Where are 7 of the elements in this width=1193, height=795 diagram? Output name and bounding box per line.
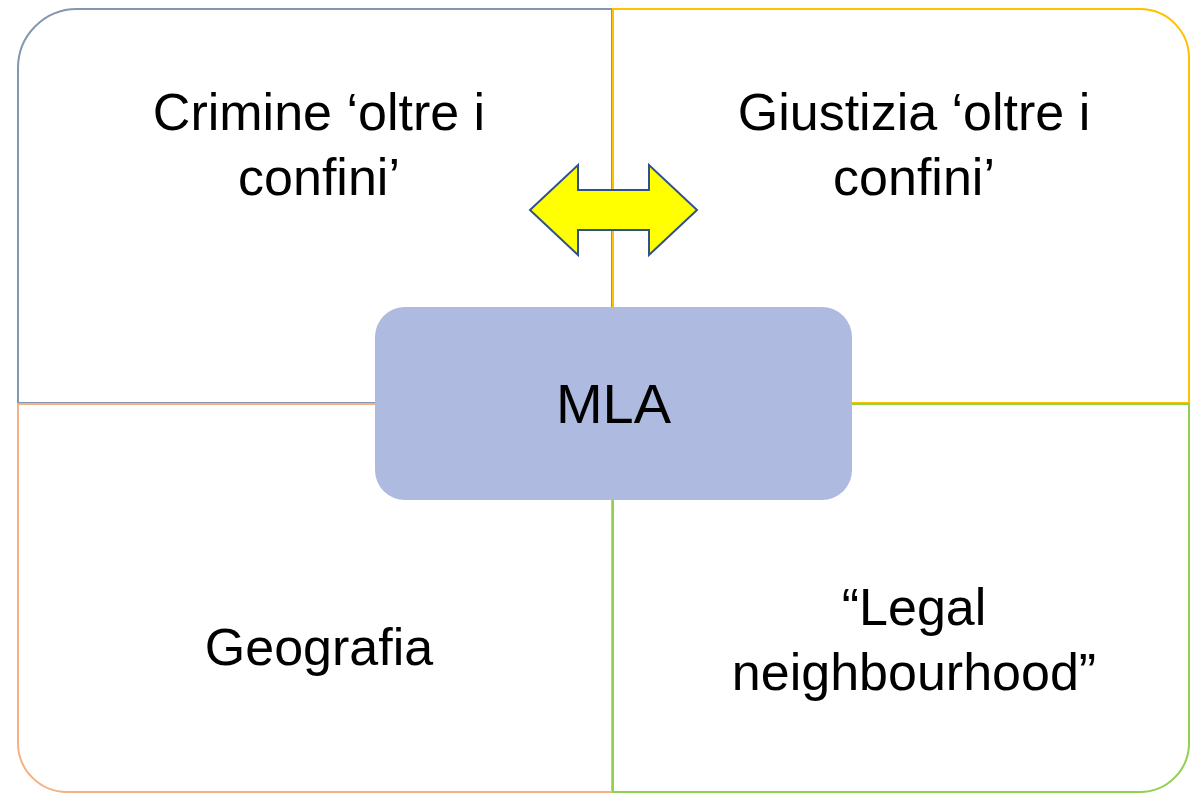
quadrant-label: “Legal neighbourhood” (730, 577, 1098, 703)
quadrant-label: Giustizia ‘oltre i confini’ (736, 82, 1092, 208)
quadrant-label: Geografia (203, 617, 435, 678)
center-label: MLA (555, 371, 672, 436)
double-arrow (528, 162, 699, 258)
quadrant-label: Crimine ‘oltre i confini’ (151, 82, 487, 208)
center-box (375, 307, 852, 500)
